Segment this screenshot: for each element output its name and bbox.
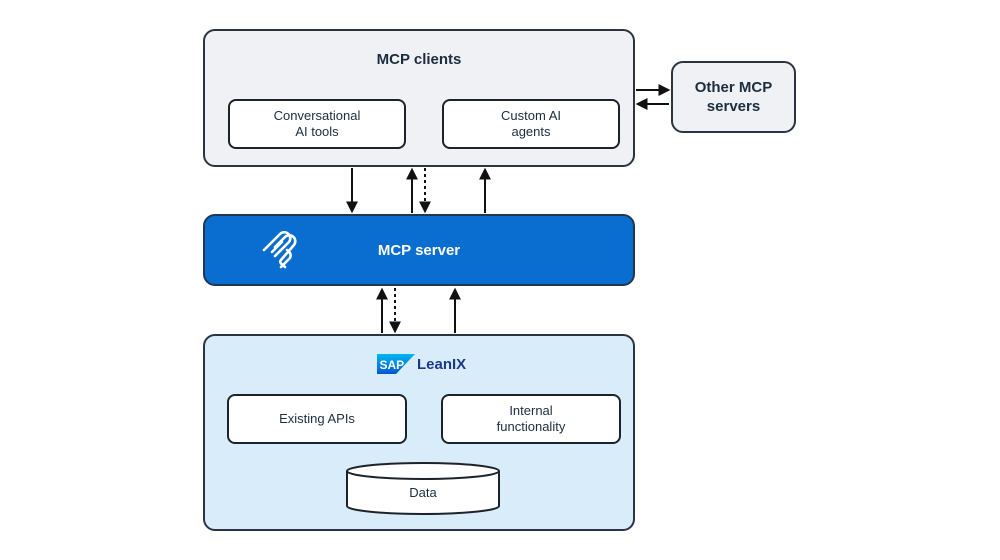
mcp-clients-panel: MCP clients Conversational AI tools Cust… (203, 29, 635, 167)
mcp-server-panel: MCP server (203, 214, 635, 286)
leanix-brand-name: LeanIX (417, 355, 467, 373)
mcp-clients-title: MCP clients (376, 51, 462, 68)
data-label: Data (409, 485, 437, 500)
mcp-logo-icon (262, 231, 297, 269)
existing-apis-box: Existing APIs (227, 394, 407, 444)
sap-leanix-logo: SAP LeanIX (377, 354, 466, 374)
sap-leanix-panel: SAP LeanIX Existing APIs Internal functi… (203, 334, 635, 531)
other-mcp-servers-box: Other MCP servers (671, 61, 796, 133)
internal-functionality-box: Internal functionality (441, 394, 621, 444)
other-mcp-servers-label: Other MCP servers (694, 79, 773, 115)
mcp-server-label: MCP server (377, 242, 461, 259)
conversational-ai-tools-box: Conversational AI tools (228, 99, 406, 149)
sap-mark-text: SAP (380, 358, 405, 372)
data-store: Data (346, 462, 500, 516)
custom-ai-agents-box: Custom AI agents (442, 99, 620, 149)
sap-logo-icon: SAP (377, 354, 415, 374)
database-cylinder-icon (346, 462, 500, 515)
